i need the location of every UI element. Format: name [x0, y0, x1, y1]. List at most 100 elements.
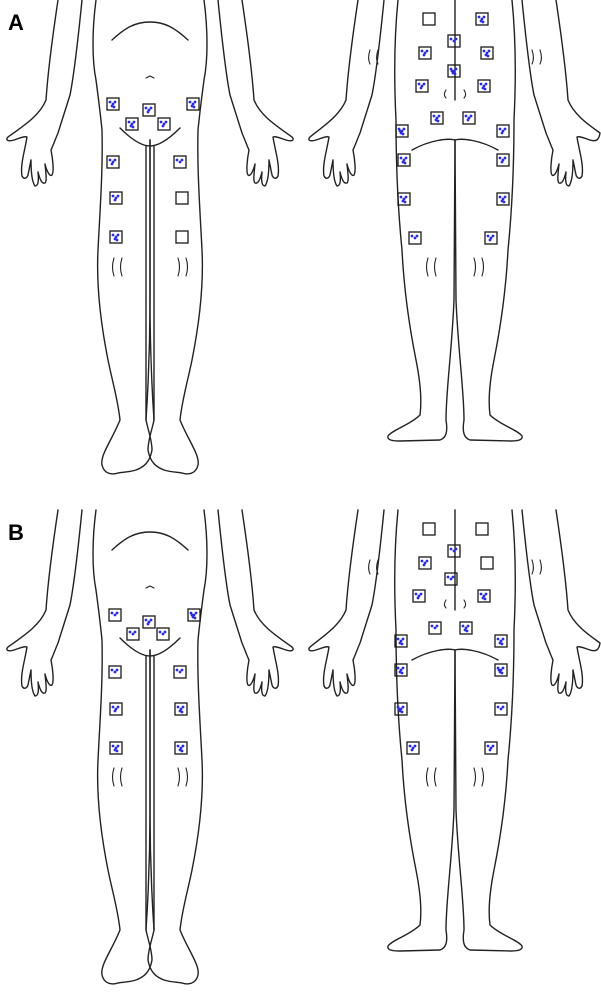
- back-marker-a-12-0: [399, 156, 403, 160]
- back-marker-a-15-2: [503, 195, 507, 199]
- front-marker-a-9-4: [115, 238, 119, 242]
- front-site-box-a-9: [109, 230, 123, 244]
- back-marker-b-11-4: [500, 642, 504, 646]
- front-site-box-b-9: [109, 741, 123, 755]
- front-marker-b-10-4: [180, 749, 184, 753]
- front-outline-b-0: [6, 509, 83, 697]
- back-detail-a-9: [473, 257, 477, 277]
- front-marker-a-0-2: [113, 100, 117, 104]
- front-marker-a-6-0: [175, 158, 179, 162]
- front-marker-b-6-1: [178, 670, 182, 674]
- front-marker-b-0-2: [115, 611, 119, 615]
- front-detail-b-4: [145, 585, 155, 589]
- front-marker-a-2-0: [188, 100, 192, 104]
- front-site-box-a-10: [175, 230, 189, 244]
- back-marker-a-14-4: [403, 200, 407, 204]
- front-outline-b-5: [111, 531, 189, 551]
- back-marker-b-17-3: [488, 748, 492, 752]
- back-marker-b-3-0: [420, 559, 424, 563]
- back-site-box-a-14: [397, 192, 411, 206]
- back-site-box-b-15: [494, 702, 508, 716]
- back-marker-a-16-2: [415, 234, 419, 238]
- back-marker-a-9-3: [466, 118, 470, 122]
- front-marker-a-5-3: [110, 162, 114, 166]
- back-marker-b-15-1: [499, 707, 503, 711]
- back-marker-a-4-2: [487, 49, 491, 53]
- back-body-a: [308, 0, 601, 442]
- back-detail-a-0: [367, 49, 371, 65]
- back-detail-a-5: [463, 89, 467, 99]
- back-marker-a-1-4: [481, 20, 485, 24]
- front-marker-b-3-1: [131, 632, 135, 636]
- back-marker-b-10-0: [396, 637, 400, 641]
- front-outline-b-3: [147, 509, 208, 985]
- back-site-box-b-10: [394, 634, 408, 648]
- back-marker-b-15-0: [496, 705, 500, 709]
- back-site-box-b-2: [447, 544, 461, 558]
- back-marker-a-13-3: [500, 160, 504, 164]
- back-site-box-a-4: [480, 46, 494, 60]
- front-marker-a-2-4: [192, 105, 196, 109]
- front-body-b: [6, 509, 294, 985]
- back-site-box-a-7: [477, 79, 491, 93]
- back-marker-a-10-4: [401, 132, 405, 136]
- back-detail-a-1: [375, 49, 379, 65]
- back-outline-a-5: [411, 138, 499, 151]
- back-site-box-b-7: [477, 589, 491, 603]
- front-site-box-b-10: [174, 741, 188, 755]
- front-detail-b-1: [119, 767, 123, 787]
- front-marker-a-1-2: [149, 106, 153, 110]
- front-marker-a-6-1: [178, 160, 182, 164]
- back-site-box-a-0: [422, 12, 436, 26]
- front-marker-a-6-2: [180, 158, 184, 162]
- back-marker-a-1-2: [482, 15, 486, 19]
- back-site-box-a-6: [415, 79, 429, 93]
- front-marker-a-4-0: [159, 120, 163, 124]
- back-outline-b-0: [308, 509, 385, 697]
- back-marker-b-6-0: [414, 592, 418, 596]
- front-site-box-b-2: [187, 608, 201, 622]
- front-marker-b-6-2: [180, 668, 184, 672]
- front-marker-b-8-0: [176, 705, 180, 709]
- front-detail-a-1: [119, 257, 123, 277]
- back-marker-a-10-2: [402, 127, 406, 131]
- back-marker-a-17-2: [491, 234, 495, 238]
- front-site-box-a-6: [173, 155, 187, 169]
- front-outline-a-5: [111, 21, 189, 41]
- front-marker-b-9-4: [115, 749, 119, 753]
- back-marker-a-8-2: [437, 114, 441, 118]
- panel-label-b: B: [8, 520, 24, 545]
- back-detail-b-2: [539, 559, 543, 575]
- back-site-box-b-5: [444, 572, 458, 586]
- back-marker-a-2-0: [449, 37, 453, 41]
- back-marker-a-5-4: [453, 72, 457, 76]
- front-marker-a-7-3: [113, 198, 117, 202]
- back-detail-a-7: [433, 257, 437, 277]
- back-marker-a-13-2: [503, 156, 507, 160]
- front-body-a: [6, 0, 294, 475]
- front-marker-b-1-2: [149, 618, 153, 622]
- back-outline-b-3: [454, 509, 523, 952]
- back-site-box-b-17: [484, 741, 498, 755]
- front-marker-a-7-2: [116, 194, 120, 198]
- back-marker-a-16-1: [413, 236, 417, 240]
- front-marker-a-3-2: [132, 120, 136, 124]
- front-marker-a-2-2: [193, 100, 197, 104]
- front-marker-b-3-0: [128, 630, 132, 634]
- back-marker-b-2-1: [452, 549, 456, 553]
- front-marker-a-0-4: [112, 105, 116, 109]
- back-marker-a-12-4: [403, 161, 407, 165]
- back-detail-a-8: [481, 257, 485, 277]
- front-marker-b-10-2: [181, 744, 185, 748]
- back-marker-b-9-4: [465, 629, 469, 633]
- front-outline-a-0: [6, 0, 83, 187]
- front-marker-b-0-0: [110, 611, 114, 615]
- front-detail-b-2: [185, 767, 189, 787]
- front-marker-a-3-0: [127, 120, 131, 124]
- back-site-box-a-8: [430, 111, 444, 125]
- back-site-box-b-12: [394, 663, 408, 677]
- back-site-box-a-13: [496, 153, 510, 167]
- back-marker-a-4-4: [486, 54, 490, 58]
- front-marker-a-5-0: [108, 158, 112, 162]
